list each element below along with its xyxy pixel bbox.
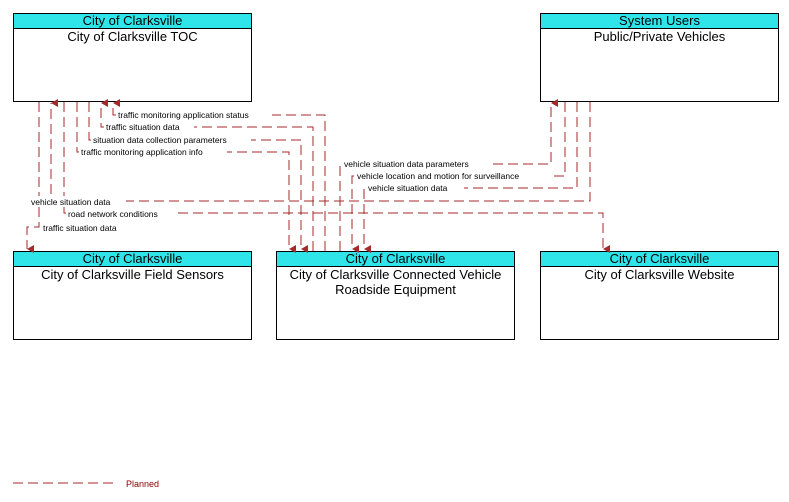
cvre-name: City of Clarksville Connected Vehicle Ro… xyxy=(289,267,502,297)
sensors-name: City of Clarksville Field Sensors xyxy=(41,267,224,282)
toc-name: City of Clarksville TOC xyxy=(67,29,198,44)
website-box[interactable]: City of Clarksville City of Clarksville … xyxy=(540,251,779,340)
flow-label-f3: situation data collection parameters xyxy=(93,135,227,145)
flow-line-f9 xyxy=(63,102,610,253)
website-name: City of Clarksville Website xyxy=(584,267,735,282)
flow-line-f2 xyxy=(100,99,314,251)
flow-label-f1: traffic monitoring application status xyxy=(118,110,249,120)
flow-line-f10 xyxy=(26,102,40,253)
cvre-category: City of Clarksville xyxy=(277,252,514,267)
vehicles-category: System Users xyxy=(541,14,778,29)
sensors-box[interactable]: City of Clarksville City of Clarksville … xyxy=(13,251,252,340)
cvre-box[interactable]: City of Clarksville City of Clarksville … xyxy=(276,251,515,340)
flow-label-f2: traffic situation data xyxy=(106,122,180,132)
toc-box[interactable]: City of Clarksville City of Clarksville … xyxy=(13,13,252,102)
sensors-category: City of Clarksville xyxy=(14,252,251,267)
flow-label-f4: traffic monitoring application info xyxy=(81,147,203,157)
flow-label-f8: vehicle situation data xyxy=(31,197,111,207)
flow-label-f9: road network conditions xyxy=(68,209,158,219)
flow-label-f10: traffic situation data xyxy=(43,223,117,233)
vehicles-name: Public/Private Vehicles xyxy=(593,29,726,44)
toc-category: City of Clarksville xyxy=(14,14,251,29)
flow-label-f6: vehicle location and motion for surveill… xyxy=(357,171,519,181)
flow-label-f7: vehicle situation data xyxy=(368,183,448,193)
flow-label-f5: vehicle situation data parameters xyxy=(344,159,469,169)
vehicles-box[interactable]: System Users Public/Private Vehicles xyxy=(540,13,779,102)
legend-planned-label: Planned xyxy=(126,479,159,489)
website-category: City of Clarksville xyxy=(541,252,778,267)
flow-line-f8 xyxy=(50,99,591,202)
